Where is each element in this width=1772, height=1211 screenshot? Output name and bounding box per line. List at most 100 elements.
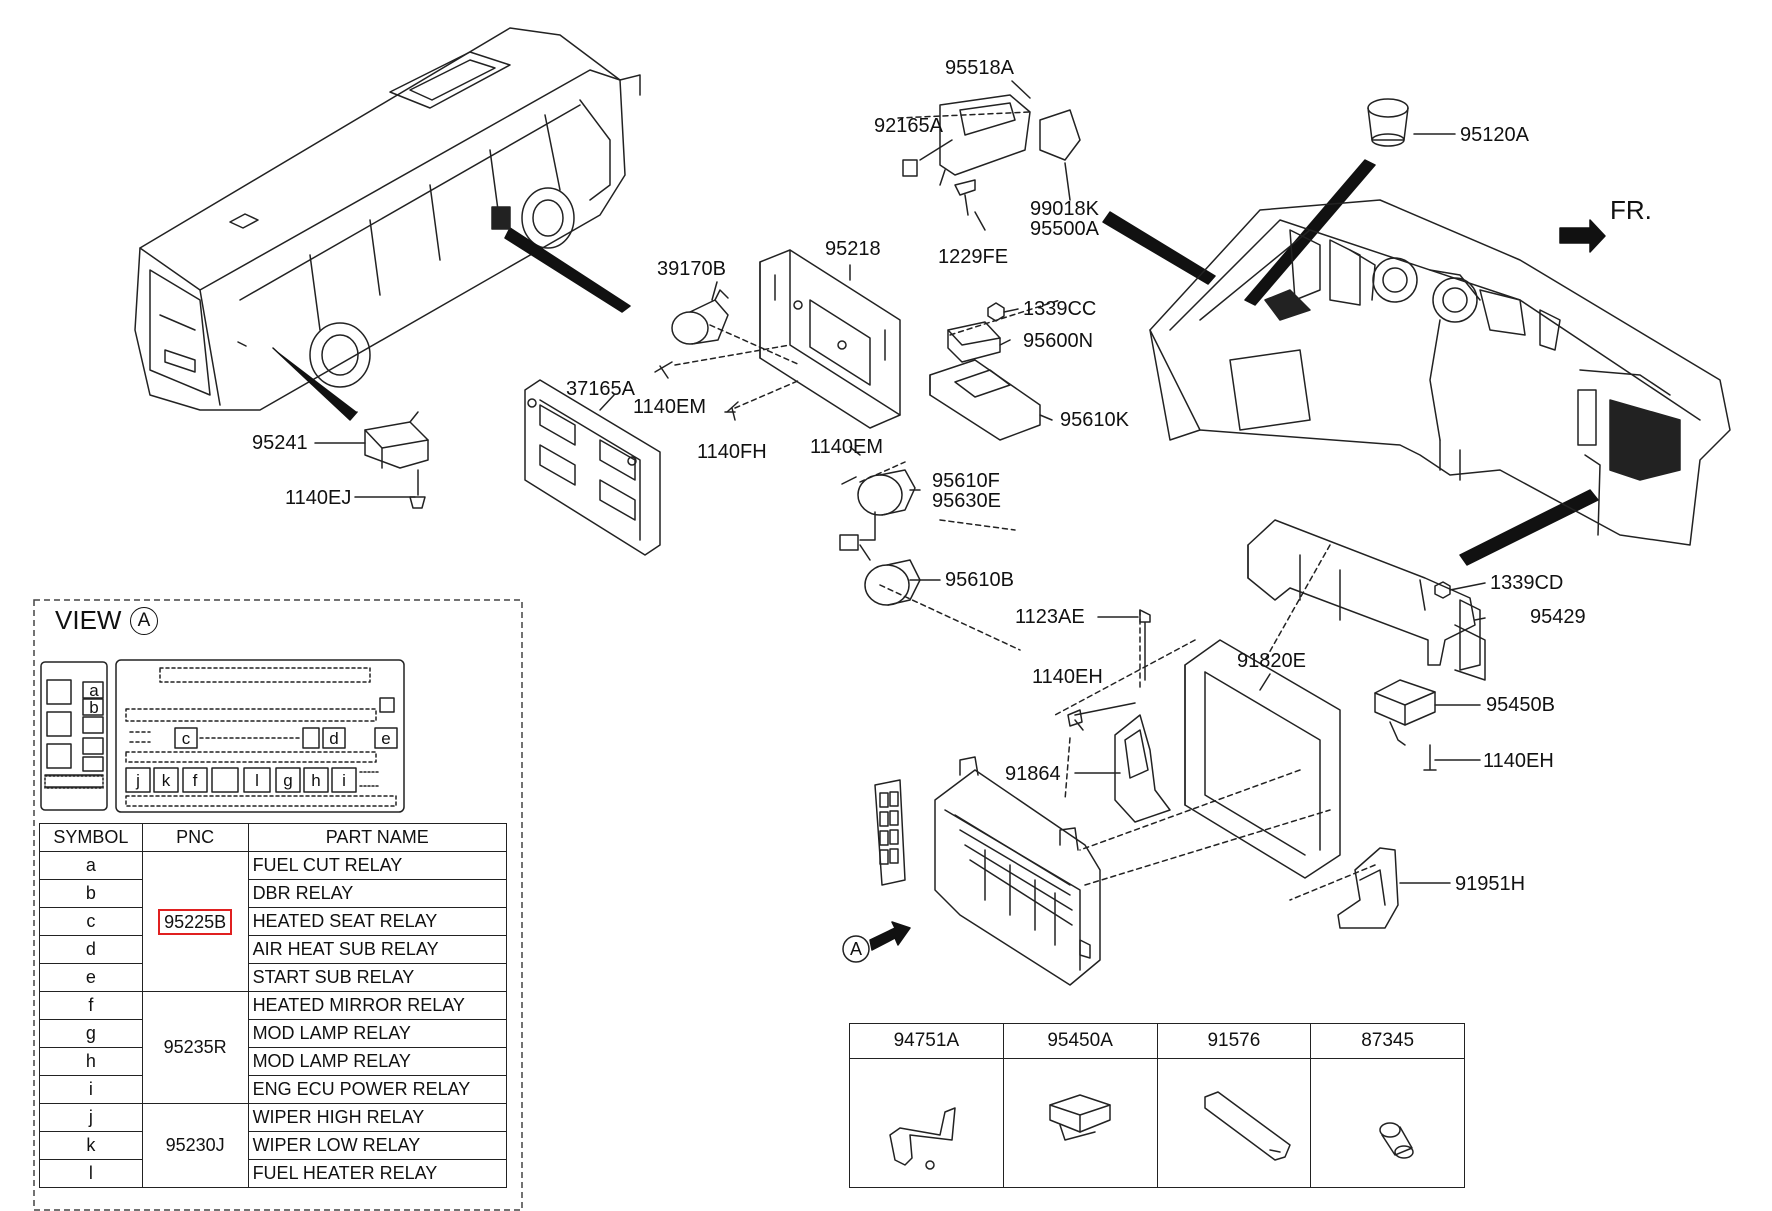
callout-95500A: 95500A (1030, 218, 1099, 240)
relay-95241 (364, 411, 429, 509)
callout-1229FE: 1229FE (938, 246, 1009, 268)
header-pnc: PNC (141, 823, 249, 852)
callout-1339CD: 1339CD (1490, 572, 1564, 594)
relay-table-header: SYMBOL PNC PART NAME (39, 823, 508, 852)
slot-label-f: f (192, 771, 198, 790)
symbol-cell: j (39, 1103, 143, 1132)
box-95218 (759, 249, 901, 429)
cover-37165A (524, 379, 661, 556)
part-name-cell: HEATED MIRROR RELAY (247, 991, 508, 1020)
slot-label-c: c (181, 729, 191, 748)
callout-1140EH-b: 1140EH (1483, 750, 1554, 772)
kit-table: 94751A 95450A 91576 87345 (849, 1023, 1465, 1188)
symbol-cell: a (39, 851, 143, 880)
kit-table-header: 94751A 95450A 91576 87345 (849, 1023, 1465, 1059)
slot-label-k: k (161, 771, 171, 790)
pnc-cell: 95235R (141, 991, 249, 1104)
slot-label-l: l (255, 771, 259, 790)
kit-table-row (849, 1058, 1465, 1188)
table-row: g MOD LAMP RELAY (39, 1019, 508, 1048)
table-row: e START SUB RELAY (39, 963, 508, 992)
part-name-cell: DBR RELAY (247, 879, 508, 908)
symbol-cell: h (39, 1047, 143, 1076)
frame-91820E (1184, 639, 1341, 879)
table-row: k WIPER LOW RELAY (39, 1131, 508, 1160)
part-name-cell: ENG ECU POWER RELAY (247, 1075, 508, 1104)
part-name-cell: WIPER HIGH RELAY (247, 1103, 508, 1132)
callout-95610B: 95610B (945, 569, 1014, 591)
callout-91820E: 91820E (1237, 650, 1306, 672)
part-name-cell: WIPER LOW RELAY (247, 1131, 508, 1160)
callout-95630E: 95630E (932, 490, 1001, 512)
callout-95241: 95241 (252, 432, 308, 454)
pnc-cell: 95230J (141, 1103, 249, 1188)
socket-95120A (1367, 98, 1409, 147)
part-name-cell: HEATED SEAT RELAY (247, 907, 508, 936)
module-95450B (1374, 679, 1436, 746)
callout-95518A: 95518A (945, 57, 1014, 79)
callout-91951H: 91951H (1455, 873, 1526, 895)
view-a-marker: A (849, 939, 862, 959)
relay-95610F (839, 469, 921, 606)
slot-label-a: a (89, 681, 99, 700)
table-row: f 95235R HEATED MIRROR RELAY (39, 991, 508, 1104)
callout-1140FH: 1140FH (697, 441, 767, 463)
pnc-cell: 95225B (141, 851, 249, 992)
relay-table: SYMBOL PNC PART NAME a 95225B FUEL CUT R… (39, 823, 508, 1188)
relay-panel (874, 779, 906, 886)
view-a-title: VIEW (55, 605, 122, 635)
callout-1123AE: 1123AE (1015, 606, 1085, 628)
fuse-relay-box (934, 756, 1101, 986)
table-row: d AIR HEAT SUB RELAY (39, 935, 508, 964)
cover-91951H (1337, 847, 1399, 929)
part-name-cell: AIR HEAT SUB RELAY (247, 935, 508, 964)
slot-label-j: j (136, 771, 140, 790)
table-row: a 95225B FUEL CUT RELAY (39, 851, 508, 992)
symbol-cell: c (39, 907, 143, 936)
bracket-95610K (929, 359, 1041, 441)
bracket-95518A (902, 94, 1081, 216)
callout-95610K: 95610K (1060, 409, 1129, 431)
front-direction-label: FR. (1610, 195, 1652, 225)
callout-1339CC: 1339CC (1023, 298, 1097, 320)
kit-header-87345: 87345 (1310, 1023, 1465, 1059)
callout-95450B: 95450B (1486, 694, 1555, 716)
frame-95429 (1247, 519, 1486, 681)
callout-95218: 95218 (825, 238, 881, 260)
slot-label-g: g (283, 771, 293, 790)
callout-1140EH-a: 1140EH (1032, 666, 1103, 688)
symbol-cell: b (39, 879, 143, 908)
table-row: j 95230J WIPER HIGH RELAY (39, 1103, 508, 1188)
table-row: h MOD LAMP RELAY (39, 1047, 508, 1076)
callout-37165A: 37165A (566, 378, 635, 400)
table-row: c HEATED SEAT RELAY (39, 907, 508, 936)
part-name-cell: START SUB RELAY (247, 963, 508, 992)
symbol-cell: e (39, 963, 143, 992)
part-name-cell: MOD LAMP RELAY (247, 1047, 508, 1076)
callout-92165A: 92165A (874, 115, 943, 137)
view-a-layout (40, 659, 405, 813)
callout-95600N: 95600N (1023, 330, 1094, 352)
kit-header-95450A: 95450A (1002, 1023, 1158, 1059)
table-row: i ENG ECU POWER RELAY (39, 1075, 508, 1104)
symbol-cell: g (39, 1019, 143, 1048)
bracket-91864 (1114, 714, 1171, 823)
callout-95120A: 95120A (1460, 124, 1529, 146)
callout-39170B: 39170B (657, 258, 726, 280)
module-95600N (947, 321, 1001, 363)
symbol-cell: i (39, 1075, 143, 1104)
symbol-cell: l (39, 1159, 143, 1188)
kit-cell-87345 (1310, 1058, 1465, 1188)
header-part-name: PART NAME (247, 823, 508, 852)
kit-cell-94751A (849, 1058, 1004, 1188)
kit-cell-91576 (1156, 1058, 1312, 1188)
symbol-cell: f (39, 991, 143, 1020)
table-row: l FUEL HEATER RELAY (39, 1159, 508, 1188)
callout-95429: 95429 (1530, 606, 1586, 628)
callout-91864: 91864 (1005, 763, 1061, 785)
slot-label-h: h (311, 771, 321, 790)
callout-1140EJ: 1140EJ (285, 487, 352, 509)
kit-cell-95450A (1002, 1058, 1158, 1188)
